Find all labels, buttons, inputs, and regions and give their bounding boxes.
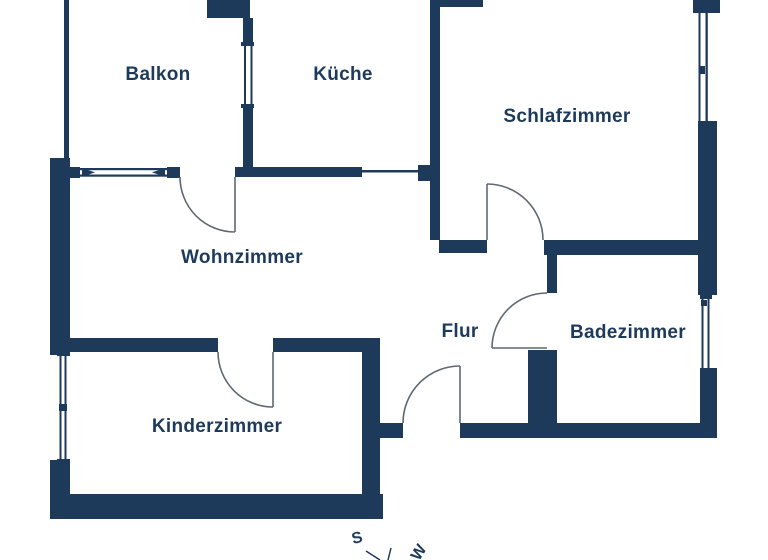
wall-schlafzimmer-bottom-right xyxy=(544,240,717,255)
room-label-wohnzimmer: Wohnzimmer xyxy=(181,247,303,268)
wall-kinderzimmer-right xyxy=(362,338,380,503)
schlafzimmer-door-arc xyxy=(486,183,544,241)
room-label-flur: Flur xyxy=(441,321,479,342)
schlafzimmer-window-line xyxy=(705,13,708,121)
kinderzimmer-window-cap xyxy=(57,459,70,463)
kueche-window-line xyxy=(244,45,246,108)
schlafzimmer-window-tick xyxy=(699,66,705,74)
entrance-door-arc xyxy=(402,365,461,424)
badezimmer-window-line xyxy=(701,298,704,368)
walls xyxy=(50,0,720,519)
compass-south-label: S xyxy=(349,528,365,549)
kinderzimmer-door-arc xyxy=(217,351,274,408)
compass-needle-icon xyxy=(365,547,392,560)
wall-schlafzimmer-bottom-left xyxy=(439,240,487,253)
wall-left-exterior-upper xyxy=(50,158,70,355)
compass-rose: S W xyxy=(336,524,466,560)
compass-west-label: W xyxy=(407,541,431,560)
wall-right-mid-block xyxy=(698,121,717,295)
wall-schlafzimmer-left xyxy=(430,0,440,240)
balkon-window-line xyxy=(80,168,167,171)
room-label-schlafzimmer: Schlafzimmer xyxy=(503,106,631,127)
compass-needle-line xyxy=(387,547,392,560)
wall-balkon-window-cap-left xyxy=(68,167,80,178)
wall-flur-bad-upper xyxy=(547,253,557,293)
badezimmer-window-line xyxy=(707,298,710,368)
room-label-kinderzimmer: Kinderzimmer xyxy=(151,416,283,437)
wall-kueche-left-lower xyxy=(243,107,253,177)
balkon-window-line xyxy=(80,174,167,177)
passage-line xyxy=(362,170,418,173)
wall-passage-stub xyxy=(418,165,433,181)
balkon-window-arrow-left xyxy=(82,168,95,177)
wall-balkon-window-cap-right xyxy=(167,167,180,178)
kinderzimmer-window-cap xyxy=(57,352,70,356)
room-label-balkon: Balkon xyxy=(125,64,191,85)
wall-flur-bad-lower xyxy=(528,350,557,423)
badezimmer-window-cap xyxy=(700,295,712,299)
balkon-door-arc xyxy=(179,176,236,233)
wall-balkon-kueche-top-block xyxy=(207,0,250,18)
doors xyxy=(179,176,548,424)
windows xyxy=(57,13,712,463)
kinderzimmer-window-tick xyxy=(59,404,67,411)
wall-kinderzimmer-top-left xyxy=(68,338,218,352)
kueche-window-line xyxy=(250,45,253,108)
wall-balkon-left xyxy=(64,0,69,168)
kueche-window-cap xyxy=(241,104,254,108)
wall-wohnzimmer-top xyxy=(235,167,362,177)
wall-kinderzimmer-top-right xyxy=(273,338,362,352)
wall-schlafzimmer-top-stub xyxy=(430,0,483,7)
kueche-window-cap xyxy=(241,42,254,46)
compass-needle-line xyxy=(365,550,381,560)
wall-kueche-left-upper xyxy=(243,18,253,45)
wall-right-top-block xyxy=(693,0,720,13)
wall-kinderzimmer-bottom xyxy=(50,494,383,519)
badezimmer-window-tick xyxy=(701,300,707,306)
room-label-badezimmer: Badezimmer xyxy=(570,322,686,343)
badezimmer-door-arc xyxy=(491,292,548,349)
room-label-kueche: Küche xyxy=(313,64,373,85)
balkon-window-arrow-right xyxy=(152,168,165,177)
wall-right-bottom-block xyxy=(700,368,717,438)
wall-flur-bottom-right xyxy=(460,423,717,438)
